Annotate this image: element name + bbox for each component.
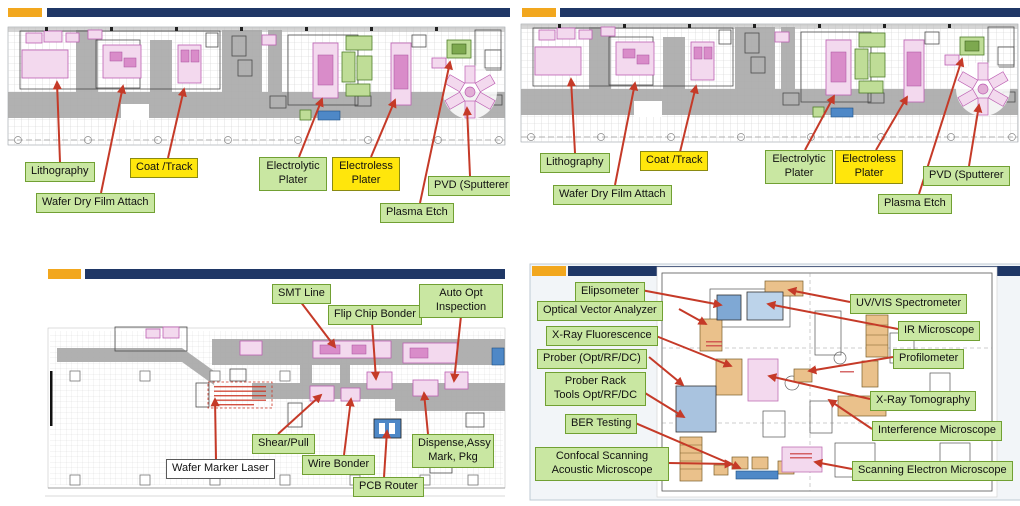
callout-arrow [644, 392, 686, 418]
label-auto-opt-inspection: Auto Opt Inspection [419, 284, 503, 318]
label-coat-track: Coat /Track [640, 151, 709, 171]
label-profilometer: Profilometer [893, 349, 965, 369]
label-electrolytic-plater: Electrolytic Plater [259, 157, 327, 191]
callout-arrow [767, 373, 871, 400]
callout-arrow [813, 458, 853, 470]
label-pvd-sputterer: PVD (Sputterer [923, 166, 1010, 186]
label-electrolytic-plater: Electrolytic Plater [765, 150, 833, 184]
title-bar-navy [560, 8, 1020, 17]
label-pvd-sputterer: PVD (Sputterer [428, 176, 510, 196]
label-wafer-dry-film-attach: Wafer Dry Film Attach [553, 185, 672, 205]
callout-arrow [804, 94, 835, 151]
callout-arrow [100, 84, 127, 194]
callout-arrow [299, 300, 337, 349]
accent-bar-orange [8, 8, 42, 17]
label-smt-line: SMT Line [272, 284, 331, 304]
callout-arrow [450, 315, 462, 383]
slide-fab-plan-2: Lithography Coat /Track Wafer Dry Film A… [510, 0, 1020, 253]
label-coat-track: Coat /Track [130, 158, 199, 178]
callout-arrow [827, 398, 873, 430]
callout-arrow [381, 429, 392, 478]
slide-assembly-plan: SMT Line Flip Chip Bonder Auto Opt Inspe… [0, 253, 510, 506]
label-ir-microscope: IR Microscope [898, 321, 981, 341]
callout-arrow [678, 308, 708, 325]
label-electroless-plater: Electroless Plater [835, 150, 903, 184]
label-uv-vis-spectrometer: UV/VIS Spectrometer [850, 294, 968, 314]
callout-arrow [343, 397, 355, 456]
slide-fab-plan-1: Lithography Coat /Track Wafer Dry Film A… [0, 0, 510, 253]
label-ber-testing: BER Testing [565, 414, 638, 434]
callout-arrow [210, 397, 220, 460]
label-elipsometer: Elipsometer [575, 282, 646, 302]
callout-arrow [807, 356, 894, 375]
label-electroless-plater: Electroless Plater [332, 157, 400, 191]
callout-arrow [419, 60, 453, 204]
callout-arrow [420, 391, 430, 435]
label-confocal-scanning-acoustic-microscope: Confocal Scanning Acoustic Microscope [535, 447, 669, 481]
callout-arrow [566, 77, 576, 154]
label-plasma-etch: Plasma Etch [878, 194, 952, 214]
label-prober-rack-tools: Prober Rack Tools Opt/RF/DC [545, 372, 646, 406]
callout-arrow [648, 356, 685, 387]
callout-arrow [787, 286, 851, 303]
callout-arrow [875, 95, 908, 151]
label-optical-vector-analyzer: Optical Vector Analyzer [537, 301, 663, 321]
label-xray-fluorescence: X-Ray Fluorescence [546, 326, 658, 346]
callout-arrow [167, 87, 187, 159]
floor-plan-fab-1 [7, 26, 506, 204]
callout-arrow [632, 421, 742, 470]
label-wafer-marker-laser: Wafer Marker Laser [166, 459, 275, 479]
callout-arrow [679, 84, 699, 153]
callout-arrow [298, 97, 324, 158]
label-xray-tomography: X-Ray Tomography [870, 391, 976, 411]
floor-plan-fab-2 [520, 23, 1019, 195]
accent-bar-orange [48, 269, 81, 279]
callout-arrow [968, 103, 983, 167]
title-bar-navy [85, 269, 505, 279]
label-scanning-electron-microscope: Scanning Electron Microscope [852, 461, 1013, 481]
callout-arrow [766, 300, 899, 330]
callout-arrow [370, 98, 397, 158]
label-wire-bonder: Wire Bonder [302, 455, 376, 475]
label-wafer-dry-film-attach: Wafer Dry Film Attach [36, 193, 155, 213]
slide-metrology-lab-plan: Elipsometer Optical Vector Analyzer X-Ra… [510, 253, 1020, 506]
callout-arrow [640, 289, 723, 309]
label-shear-pull: Shear/Pull [252, 434, 315, 454]
label-lithography: Lithography [540, 153, 610, 173]
callout-arrow [277, 393, 323, 435]
callout-arrow [52, 80, 62, 163]
label-plasma-etch: Plasma Etch [380, 203, 454, 223]
callout-arrow [667, 459, 734, 469]
label-lithography: Lithography [25, 162, 95, 182]
label-prober-opt-rf-dc: Prober (Opt/RF/DC) [537, 349, 647, 369]
callout-arrow [462, 106, 472, 177]
callout-arrow [614, 81, 639, 186]
label-dispense-assy-mark-pkg: Dispense,Assy Mark, Pkg [412, 434, 494, 468]
label-flip-chip-bonder: Flip Chip Bonder [328, 305, 422, 325]
callout-arrow [370, 321, 381, 381]
title-bar-navy [47, 8, 510, 17]
callout-arrow [650, 333, 733, 368]
label-pcb-router: PCB Router [353, 477, 424, 497]
label-interference-microscope: Interference Microscope [872, 421, 1002, 441]
accent-bar-orange [522, 8, 556, 17]
